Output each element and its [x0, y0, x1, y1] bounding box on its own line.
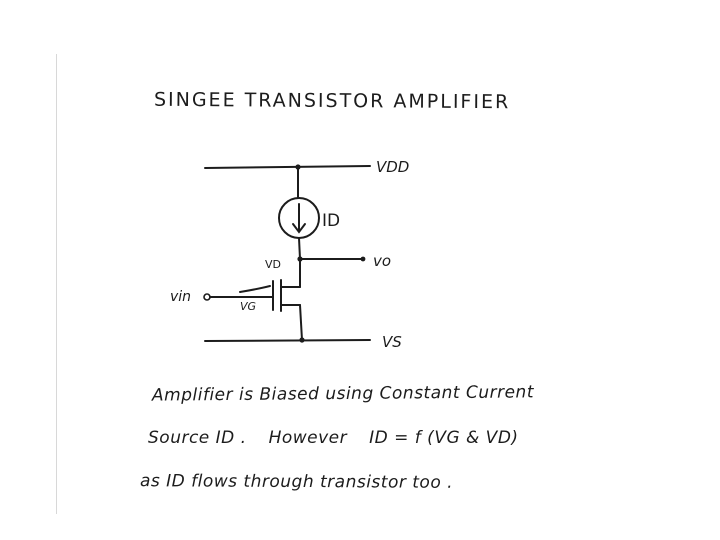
vs-rail [204, 339, 371, 342]
vg-arrow [239, 285, 271, 293]
current-label: ID [322, 211, 340, 231]
vdd-rail [204, 165, 371, 169]
vs-node-dot [299, 337, 305, 343]
page-margin-line [56, 54, 57, 514]
drain-node-dot [297, 256, 303, 262]
vs-label: VS [382, 333, 402, 351]
source-to-drain-wire [298, 237, 301, 260]
output-terminal-dot [360, 256, 366, 262]
note-line-2-source: Source ID . [148, 428, 247, 448]
note-line-2: Source ID . However ID = f (VG & VD) [148, 428, 519, 448]
note-line-3: as ID flows through transistor too . [139, 471, 454, 493]
note-formula: ID = f (VG & VD) [369, 428, 519, 448]
note-line-2-however: However [268, 428, 348, 448]
vin-label: vin [170, 289, 191, 305]
vg-label: VG [240, 300, 256, 313]
vdd-node-dot [295, 164, 301, 170]
input-terminal [203, 293, 211, 301]
vdd-label: VDD [376, 158, 409, 176]
current-arrow-head [292, 223, 306, 234]
source-lead [299, 304, 303, 341]
note-line-1: Amplifier is Biased using Constant Curre… [151, 382, 535, 406]
vd-label: VD [265, 258, 281, 271]
vo-label: vo [373, 252, 391, 270]
